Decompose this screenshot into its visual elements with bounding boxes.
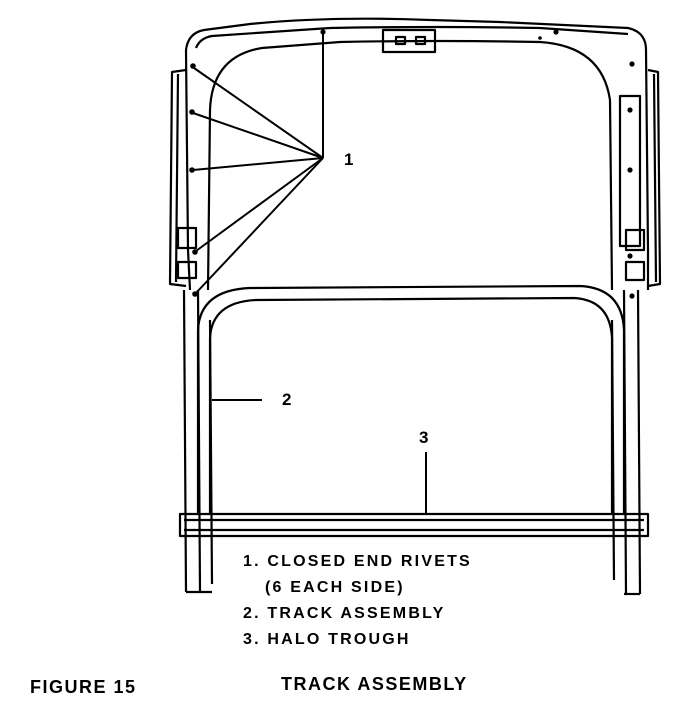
leader-1-c xyxy=(192,112,324,159)
rivet-right-1 xyxy=(627,107,633,113)
right-track-upper-rail xyxy=(618,94,642,248)
callout-1: 1 xyxy=(344,150,353,169)
left-track-rail-outer xyxy=(182,289,188,593)
rivet-right-4 xyxy=(629,293,635,299)
rivet-left-3 xyxy=(189,167,195,173)
figure-number: FIGURE 15 xyxy=(30,677,137,697)
frame-inner-opening xyxy=(206,39,614,291)
left-panel-clip-lower xyxy=(176,260,198,280)
callout-2: 2 xyxy=(282,390,291,409)
rivet-header-right xyxy=(553,29,559,35)
callout-3: 3 xyxy=(419,428,428,447)
left-side-panel xyxy=(168,68,187,288)
latch-slot-left xyxy=(394,35,407,46)
leader-1-b xyxy=(193,67,324,159)
legend-item-track-assembly: 2. TRACK ASSEMBLY xyxy=(243,605,446,622)
track-loop-outer xyxy=(196,284,626,515)
legend-item-rivets: 1. CLOSED END RIVETS xyxy=(243,553,472,570)
rivet-header-far-right xyxy=(629,61,635,67)
figure-title: TRACK ASSEMBLY xyxy=(281,674,468,694)
right-panel-clip-lower xyxy=(624,260,646,282)
left-side-panel-inner xyxy=(174,73,180,283)
header-latch-block xyxy=(381,28,437,54)
left-panel-clip-upper xyxy=(176,226,198,250)
frame-outer-outline xyxy=(184,17,650,291)
legend-item-halo-trough: 3. HALO TROUGH xyxy=(243,631,411,648)
rivet-header-center xyxy=(320,29,326,35)
rivet-left-1 xyxy=(190,63,196,69)
leader-1-e xyxy=(195,157,324,252)
legend-item-rivets-note: (6 EACH SIDE) xyxy=(265,579,405,596)
track-loop-inner xyxy=(208,296,614,515)
right-panel-clip-upper xyxy=(624,228,646,252)
leader-1-d xyxy=(192,157,324,171)
rivet-right-2 xyxy=(627,167,633,173)
right-track-rail-outer xyxy=(636,289,642,595)
right-side-panel xyxy=(647,68,662,288)
rivet-header-small xyxy=(538,36,542,40)
halo-trough xyxy=(178,512,650,538)
latch-slot-right xyxy=(414,35,427,46)
rivet-right-3 xyxy=(627,253,633,259)
parts-legend: 1. CLOSED END RIVETS (6 EACH SIDE) 2. TR… xyxy=(243,549,472,653)
right-side-panel-inner xyxy=(652,73,658,283)
leader-1-f xyxy=(195,157,324,294)
frame-header-inner-edge xyxy=(194,25,629,49)
